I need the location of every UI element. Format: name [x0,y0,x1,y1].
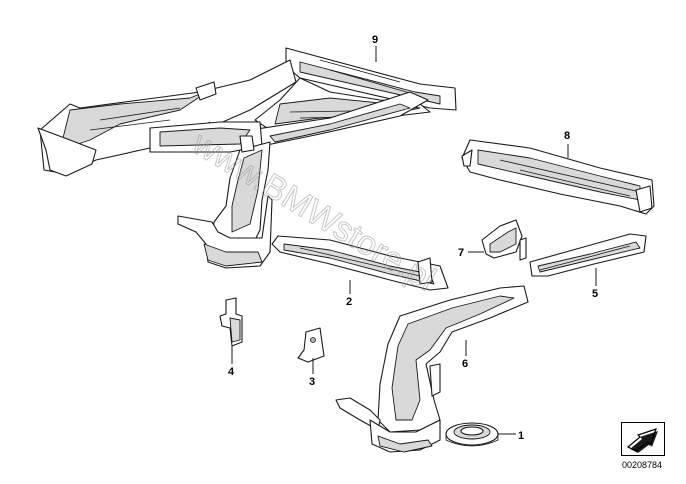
part-6-wheel-arch[interactable] [335,285,529,453]
part-1-grommet[interactable] [445,422,499,447]
part-5-channel[interactable] [529,233,647,277]
part-3-plate[interactable] [297,327,325,363]
callout-7: 7 [458,247,464,259]
callout-1: 1 [518,430,524,442]
part-8-rear-crossmember[interactable] [461,139,655,215]
part-2-sill[interactable] [271,235,449,291]
part-9-floor-frame[interactable] [37,47,457,269]
callout-4: 4 [228,366,235,378]
part-4-bracket[interactable] [219,297,243,347]
diagram-id-label: 00208784 [622,460,663,470]
callout-6: 6 [462,358,468,370]
callout-3: 3 [309,376,315,388]
callout-9: 9 [372,34,378,46]
callout-5: 5 [592,288,598,300]
part-7-bracket[interactable] [481,219,527,261]
callout-2: 2 [346,296,352,308]
callout-8: 8 [564,130,570,142]
arrow-down-left-icon[interactable] [621,422,665,456]
